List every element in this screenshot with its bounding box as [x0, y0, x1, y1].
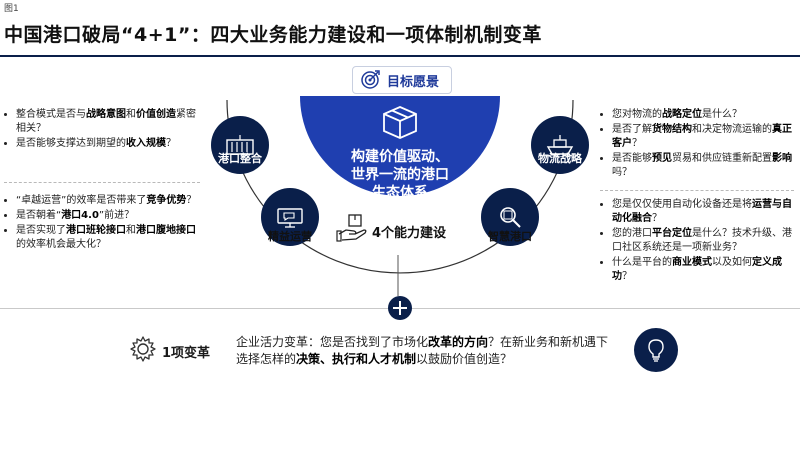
core-half-disc [300, 96, 500, 196]
question-item: 什么是平台的商业模式以及如何定义成功？ [612, 256, 794, 284]
goal-badge: 目标愿景 [352, 66, 453, 94]
core-line-2: 世界一流的港口 [351, 167, 449, 183]
left-bottom-questions: “卓越运营”的效率是否带来了竞争优势？ 是否朝着“港口4.0”前进？ 是否实现了… [4, 194, 200, 253]
target-icon [361, 70, 380, 89]
gear-icon [130, 336, 156, 362]
capability-smart-port: 智慧港口 [476, 188, 544, 246]
smart-port-label: 智慧港口 [488, 230, 532, 243]
monitor-chat-icon [277, 208, 303, 228]
question-item: “卓越运营”的效率是否带来了竞争优势？ [16, 194, 200, 208]
lightbulb-badge [634, 328, 678, 372]
right-top-questions: 您对物流的战略定位是什么？ 是否了解货物结构和决定物流运输的真正客户？ 是否能够… [600, 108, 794, 181]
magnifier-icon [500, 207, 521, 228]
logistics-strategy-label: 物流战略 [538, 152, 582, 165]
core-line-1: 构建价值驱动、 [351, 149, 449, 165]
question-item: 是否朝着“港口4.0”前进？ [16, 209, 200, 223]
hand-box-icon [336, 214, 367, 242]
lightbulb-icon [648, 339, 664, 362]
left-divider [4, 182, 200, 183]
outer-arc [226, 99, 574, 274]
container-icon [226, 135, 254, 155]
capability-label: 4个能力建设 [372, 226, 447, 241]
smart-port-circle [481, 188, 539, 246]
logistics-strategy-circle [531, 116, 589, 174]
question-item: 是否实现了港口班轮接口和港口腹地接口的效率机会最大化？ [16, 224, 200, 252]
core-vision: 构建价值驱动、 世界一流的港口 生态体系 [300, 148, 500, 202]
plus-icon [388, 296, 412, 320]
core-line-3: 生态体系 [372, 185, 428, 201]
question-item: 您是仅仅使用自动化设备还是将运营与自动化融合？ [612, 198, 794, 226]
port-integration-circle [211, 116, 269, 174]
figure-label: 图1 [4, 4, 19, 14]
right-divider [600, 190, 794, 191]
reform-description: 企业活力变革：您是否找到了市场化改革的方向？在新业务和新机遇下选择怎样的决策、执… [236, 335, 609, 366]
question-item: 是否了解货物结构和决定物流运输的真正客户？ [612, 123, 794, 151]
page-title: 中国港口破局“4+1”：四大业务能力建设和一项体制机制变革 [4, 24, 542, 46]
question-item: 您对物流的战略定位是什么？ [612, 108, 794, 122]
box-icon [383, 106, 417, 139]
lean-operations-label: 精益运营 [268, 230, 312, 243]
reform-label: 1项变革 [162, 346, 211, 361]
question-item: 是否能够预见贸易和供应链重新配置影响吗？ [612, 152, 794, 180]
title-rule [0, 55, 800, 57]
question-item: 您的港口平台定位是什么？技术升级、港口社区系统还是一项新业务？ [612, 227, 794, 255]
question-item: 整合模式是否与战略意图和价值创造紧密相关？ [16, 108, 200, 136]
goal-label: 目标愿景 [387, 74, 440, 90]
capability-logistics-strategy: 物流战略 [526, 116, 594, 174]
left-top-questions: 整合模式是否与战略意图和价值创造紧密相关？ 是否能够支撑达到期望的收入规模？ [4, 108, 200, 152]
capability-port-integration: 港口整合 [206, 116, 274, 174]
ship-icon [546, 135, 574, 157]
lean-operations-circle [261, 188, 319, 246]
port-integration-label: 港口整合 [218, 152, 262, 165]
right-bottom-questions: 您是仅仅使用自动化设备还是将运营与自动化融合？ 您的港口平台定位是什么？技术升级… [600, 198, 794, 285]
question-item: 是否能够支撑达到期望的收入规模？ [16, 137, 200, 151]
capability-lean-operations: 精益运营 [256, 188, 324, 246]
